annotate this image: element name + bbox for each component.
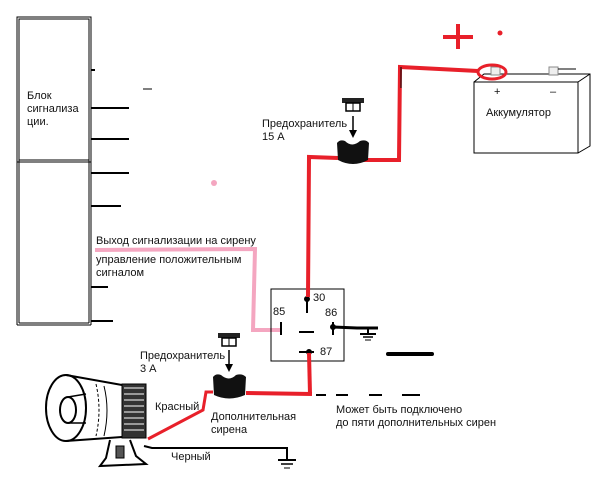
control-wire <box>94 246 282 332</box>
fuse-15a-label-line: 15 А <box>262 131 285 143</box>
siren-positive-wire <box>245 391 313 396</box>
siren-ground-icon <box>278 459 296 469</box>
alarm-unit-label-line: ции. <box>27 116 49 128</box>
alarm-unit-label-line: Блок <box>27 90 52 102</box>
fuse-15a-label: Предохранитель 15 А <box>262 118 347 144</box>
positive-marker <box>443 24 473 49</box>
note: Может быть подключено до пяти дополнител… <box>336 404 496 430</box>
fuse-15a-icon <box>337 98 369 164</box>
fuse-3a-label: Предохранитель 3 А <box>140 350 225 376</box>
fuse-to-relay-wire <box>306 154 339 298</box>
alarm-output-desc-line: управление положительным <box>96 254 242 266</box>
stray-dot <box>211 180 217 186</box>
battery-icon <box>473 63 591 154</box>
relay-pin-86: 86 <box>325 307 338 319</box>
siren-label: Дополнительная сирена <box>211 411 296 437</box>
fuse-3a-icon <box>213 333 246 399</box>
note-line: Может быть подключено <box>336 404 463 416</box>
relay-pin-87: 87 <box>320 346 333 358</box>
alarm-output-desc-line: сигналом <box>96 267 145 279</box>
red-wire-label: Красный <box>155 401 200 413</box>
battery-plus-label: + <box>494 86 501 98</box>
alarm-unit-label-line: сигнализа <box>27 103 79 115</box>
alarm-unit-pins <box>91 69 129 322</box>
relay-pin-85: 85 <box>273 306 286 318</box>
alarm-output-title: Выход сигнализации на сирену <box>96 235 256 247</box>
battery-minus-label: – <box>550 86 557 98</box>
black-wire-label: Черный <box>171 451 211 463</box>
relay-ground <box>332 325 378 341</box>
stray-red-dot <box>497 30 503 36</box>
fuse-15a-label-line: Предохранитель <box>262 118 348 130</box>
relay-87-wire <box>307 352 312 395</box>
fuse-3a-label-line: Предохранитель <box>140 350 226 362</box>
siren-label-line: сирена <box>211 424 248 436</box>
fuse-3a-label-line: 3 А <box>140 363 157 375</box>
alarm-unit-box-full <box>16 17 92 326</box>
siren-ground-wire <box>143 445 288 460</box>
siren-label-line: Дополнительная <box>211 411 297 423</box>
alarm-output-desc: управление положительным сигналом <box>96 254 241 280</box>
relay-pin-30: 30 <box>313 292 326 304</box>
siren-icon <box>45 374 149 468</box>
note-line: до пяти дополнительных сирен <box>336 417 497 429</box>
alarm-unit-label: Блок сигнализа ции. <box>27 90 79 129</box>
battery-positive-wire <box>362 64 479 162</box>
battery-label: Аккумулятор <box>486 107 551 119</box>
relay-internals <box>280 296 336 355</box>
siren-red-lead <box>147 390 213 441</box>
